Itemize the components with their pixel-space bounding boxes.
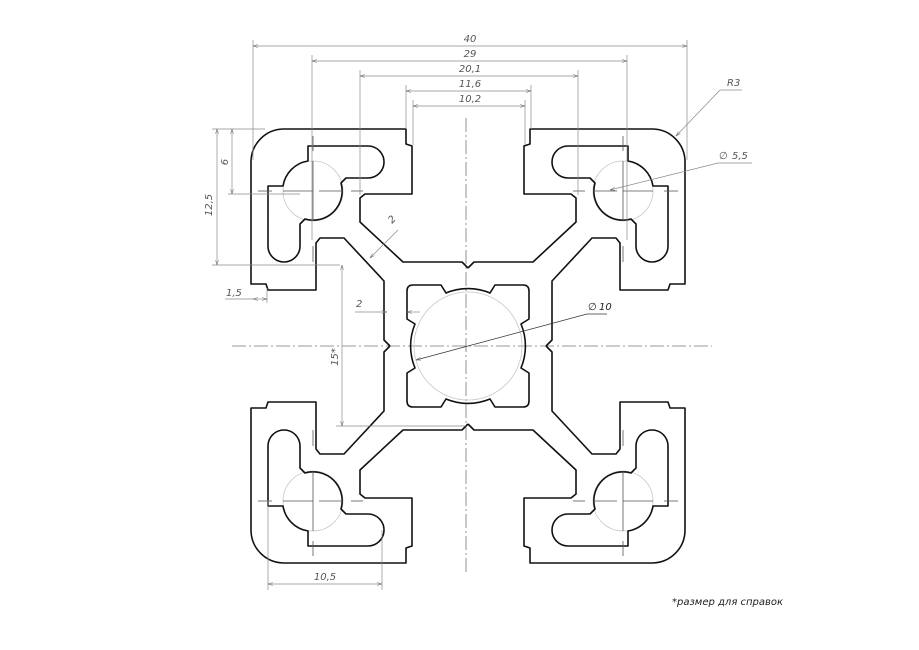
lobe-cavity bbox=[267, 145, 385, 263]
dim-11-6: 11,6 bbox=[459, 79, 481, 90]
dim-r3: R3 bbox=[727, 78, 740, 89]
dim-1-5: 1,5 bbox=[226, 288, 242, 299]
top-dimensions: 40 29 20,1 11,6 10,2 bbox=[252, 34, 688, 240]
right-leaders: R3 ∅ 5,5 bbox=[610, 78, 752, 190]
dim-6: 6 bbox=[220, 159, 231, 165]
web-dim-line bbox=[370, 229, 399, 258]
dim-12-5: 12,5 bbox=[204, 194, 215, 216]
dim-web-2: 2 bbox=[386, 214, 398, 226]
left-dimensions: 6 12,5 1,5 bbox=[204, 128, 340, 303]
dim-20-1: 20,1 bbox=[459, 64, 481, 75]
dim-10-5: 10,5 bbox=[314, 572, 336, 583]
dim-40: 40 bbox=[464, 34, 477, 45]
dim-dia-5-5: 5,5 bbox=[732, 151, 748, 162]
profile bbox=[250, 128, 686, 564]
dim-10-2: 10,2 bbox=[459, 94, 481, 105]
bore-dia-leader bbox=[416, 313, 588, 360]
center-bore-outline bbox=[406, 284, 530, 408]
dim-dia-symbol-10: ∅ bbox=[588, 302, 597, 313]
dim-core-2: 2 bbox=[356, 299, 362, 310]
dim-29: 29 bbox=[464, 49, 477, 60]
reference-note: *размер для справок bbox=[672, 597, 783, 608]
center-bore-circle bbox=[413, 291, 523, 401]
dim-dia-symbol: ∅ bbox=[719, 151, 728, 162]
profile-quadrant bbox=[250, 128, 469, 347]
dim-15: 15* bbox=[330, 348, 341, 366]
dim-dia-10: 10 bbox=[599, 302, 612, 313]
outer-outline-segment bbox=[250, 128, 469, 347]
